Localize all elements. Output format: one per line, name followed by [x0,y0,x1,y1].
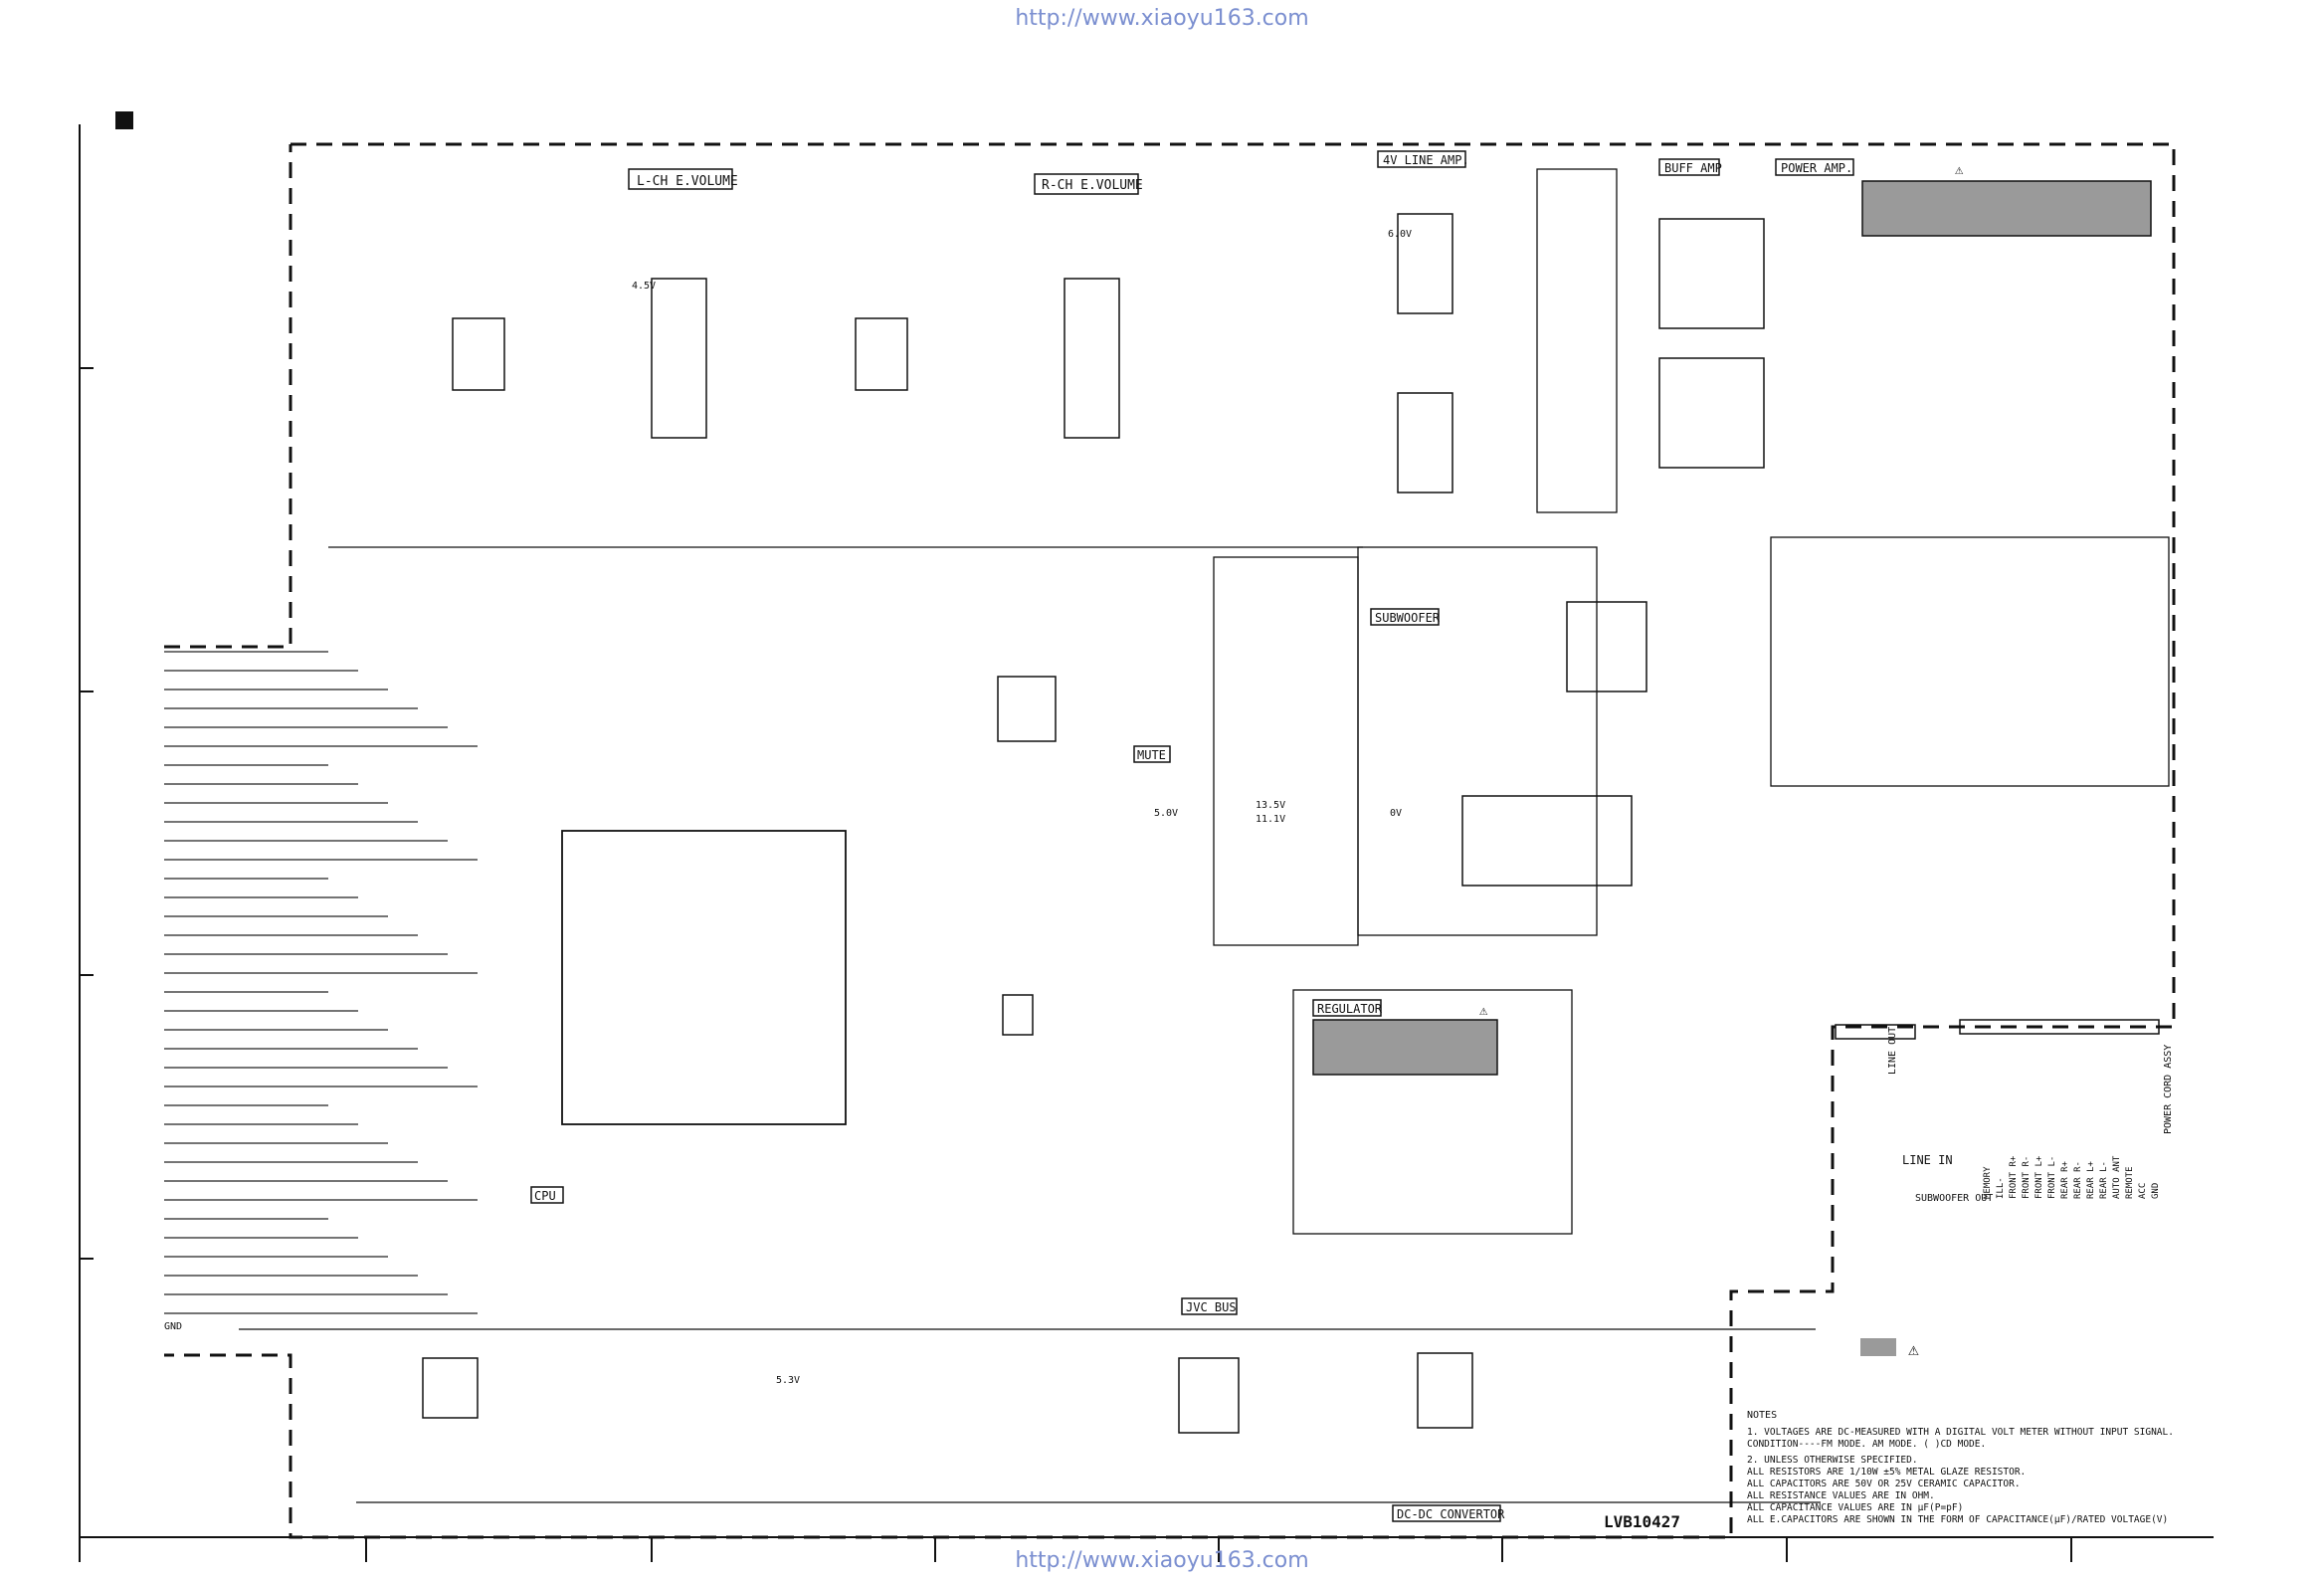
ic-jvc-bus [1178,1357,1240,1434]
voltage-annotation-7: 0V [1390,808,1402,819]
dcdc-section: DC-DC CONVERTOR [1392,1352,1505,1522]
ic-buff-amp-upper [1658,218,1765,329]
rch-volume-section: R-CH E.VOLUME [855,173,1143,439]
terminal-label: FRONT R+ [2009,1155,2019,1199]
lch-volume-section: L-CH E.VOLUME [452,168,738,439]
pcb-outline [164,142,2176,1539]
subwoofer-label: SUBWOOFER [1375,611,1441,625]
cpu-label: CPU [534,1189,556,1203]
line-out-connector [1835,1024,1916,1040]
cpu-section: CPU [530,830,847,1204]
ic-regulator [1312,1019,1498,1076]
rch-volume-label: R-CH E.VOLUME [1042,178,1143,193]
ic-rch-opamp [855,317,908,391]
notes-line-2: CONDITION----FM MODE. AM MODE. ( )CD MOD… [1747,1439,1986,1450]
terminal-label: MEMORY [1983,1166,1993,1199]
jvc-bus-section: JVC BUS [1178,1297,1240,1434]
wire-frame [239,168,2170,1503]
source-url-bottom[interactable]: http://www.xiaoyu163.com [1015,1548,1309,1573]
power-amp-label: POWER AMP. [1781,161,1852,175]
ic-mute-interface [997,676,1057,742]
drawing-number: LVB10427 [1604,1512,1680,1531]
regulator-section: REGULATOR ⚠ [1312,999,1498,1076]
voltage-annotation-5: 5.3V [776,1375,800,1386]
terminal-label: REAR R+ [2060,1160,2070,1199]
terminal-label: REAR L- [2099,1161,2109,1199]
subwoofer-section: SUBWOOFER [1370,601,1647,887]
gnd-label: GND [164,1321,182,1332]
notes-line-1: 1. VOLTAGES ARE DC-MEASURED WITH A DIGIT… [1747,1427,2174,1438]
warning-icon-regulator: ⚠ [1479,1003,1488,1019]
voltage-annotation-6: 11.1V [1256,814,1285,825]
notes-line-3: 2. UNLESS OTHERWISE SPECIFIED. [1747,1455,1918,1466]
power-amp-section: POWER AMP. ⚠ [1775,158,2152,237]
power-connector-strip [1959,1019,2160,1035]
ic-line-amp-upper [1397,213,1453,314]
ic-subwoofer-lower [1461,795,1633,887]
notes-line-6: ALL RESISTANCE VALUES ARE IN OHM. [1747,1490,1935,1501]
terminal-label: REMOTE [2125,1166,2135,1199]
line-amp-section: 4V LINE AMP. [1377,150,1469,494]
ic-shift-register [1002,994,1034,1036]
line-out-label: LINE OUT [1887,1027,1898,1075]
warning-icon-legend: ⚠ [1908,1339,1919,1360]
terminal-label: FRONT L- [2047,1156,2057,1199]
section-marker-square [115,111,133,129]
source-url-top[interactable]: http://www.xiaoyu163.com [1015,6,1309,31]
notes-line-5: ALL CAPACITORS ARE 50V OR 25V CERAMIC CA… [1747,1479,2021,1489]
notes-line-4: ALL RESISTORS ARE 1/10W ±5% METAL GLAZE … [1747,1467,2026,1478]
ic-buff-amp-lower [1658,357,1765,469]
mute-label: MUTE [1137,748,1166,762]
mute-section: MUTE [997,676,1171,763]
terminal-label: FRONT L+ [2034,1155,2044,1199]
dcdc-label: DC-DC CONVERTOR [1397,1507,1505,1521]
line-amp-label: 4V LINE AMP. [1383,153,1469,167]
voltage-annotation-1: 4.5V [632,281,656,292]
ic-cpu [561,830,847,1125]
terminal-label: FRONT R- [2022,1156,2032,1199]
notes-line-8: ALL E.CAPACITORS ARE SHOWN IN THE FORM O… [1747,1514,2168,1525]
ic-power-amp [1861,180,2152,237]
ic-lch-volume [651,278,707,439]
terminal-label: REAR L+ [2086,1160,2096,1199]
terminal-label: AUTO ANT [2112,1155,2122,1199]
terminal-label: REAR R- [2073,1161,2083,1199]
ic-lch-opamp [452,317,505,391]
line-in-label: LINE IN [1902,1153,1953,1167]
ic-dcdc [1417,1352,1473,1429]
ic-rch-volume [1064,278,1120,439]
notes-line-7: ALL CAPACITANCE VALUES ARE IN µF(P=pF) [1747,1502,1963,1513]
ic-subwoofer-upper [1566,601,1647,692]
voltage-annotation-3: 6.0V [1388,229,1412,240]
terminal-label: ACC [2138,1183,2148,1199]
terminal-label: ILL- [1996,1177,2006,1199]
notes-block: NOTES 1. VOLTAGES ARE DC-MEASURED WITH A… [1747,1410,2174,1525]
legend-gray-swatch [1860,1338,1896,1356]
subwoofer-out-label: SUBWOOFER OUT [1915,1193,1993,1204]
buff-amp-label: BUFF AMP [1664,161,1722,175]
buff-amp-section: BUFF AMP [1658,158,1765,469]
power-cord-label: POWER CORD ASSY [2163,1045,2174,1134]
voltage-annotation-2: 5.0V [1154,808,1178,819]
ic-eeprom [422,1357,479,1419]
left-wire-bundle [164,651,478,1314]
regulator-label: REGULATOR [1317,1002,1383,1016]
warning-icon-power-amp: ⚠ [1955,162,1964,178]
jvc-bus-label: JVC BUS [1186,1300,1237,1314]
notes-title: NOTES [1747,1410,1777,1421]
terminal-label: GND [2151,1183,2161,1199]
lch-volume-label: L-CH E.VOLUME [637,174,738,189]
voltage-annotation-4: 13.5V [1256,800,1285,811]
ic-line-amp-lower [1397,392,1453,494]
